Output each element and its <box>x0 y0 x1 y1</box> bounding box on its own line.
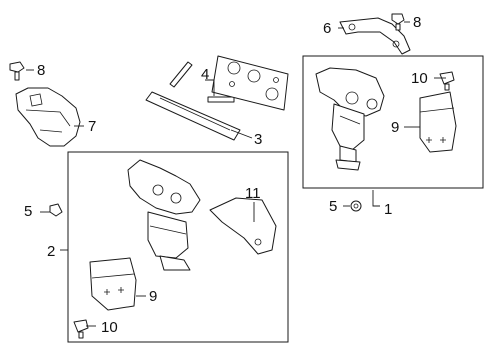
callout-8-right: 8 <box>413 14 421 31</box>
callout-4: 4 <box>201 66 209 83</box>
nut-left <box>49 203 63 217</box>
bracket <box>209 197 277 255</box>
callout-11: 11 <box>245 185 261 202</box>
callout-7: 7 <box>88 118 96 135</box>
callout-8-left: 8 <box>37 62 45 79</box>
callout-10-right: 10 <box>411 70 428 87</box>
catalyst-shield-right <box>419 91 457 153</box>
nut-right <box>350 200 362 212</box>
bolt-left-box <box>73 319 89 339</box>
assembly-1-frame <box>302 55 484 189</box>
callout-3: 3 <box>254 131 262 148</box>
callout-1: 1 <box>384 201 392 218</box>
catalyst-shield-left <box>89 257 137 311</box>
heat-shield-upper <box>339 17 411 55</box>
bolt-upper-right <box>391 13 405 31</box>
manifold-gaskets <box>145 55 289 141</box>
callout-2: 2 <box>47 243 55 260</box>
callout-9-left: 9 <box>149 288 157 305</box>
studs <box>169 61 235 103</box>
manifold-catalyst-assembly-right <box>315 67 385 171</box>
bolt-right-box <box>439 71 455 91</box>
heat-shield-left <box>15 87 81 147</box>
callout-10-left: 10 <box>101 319 118 336</box>
manifold-catalyst-assembly-left <box>127 159 201 271</box>
bolt-upper-left <box>9 61 25 81</box>
callout-6: 6 <box>323 20 331 37</box>
assembly-2-frame <box>67 151 289 343</box>
callout-5-right: 5 <box>329 198 337 215</box>
leader-lines <box>26 21 446 327</box>
callout-5-left: 5 <box>24 203 32 220</box>
callout-9-right: 9 <box>391 119 399 136</box>
